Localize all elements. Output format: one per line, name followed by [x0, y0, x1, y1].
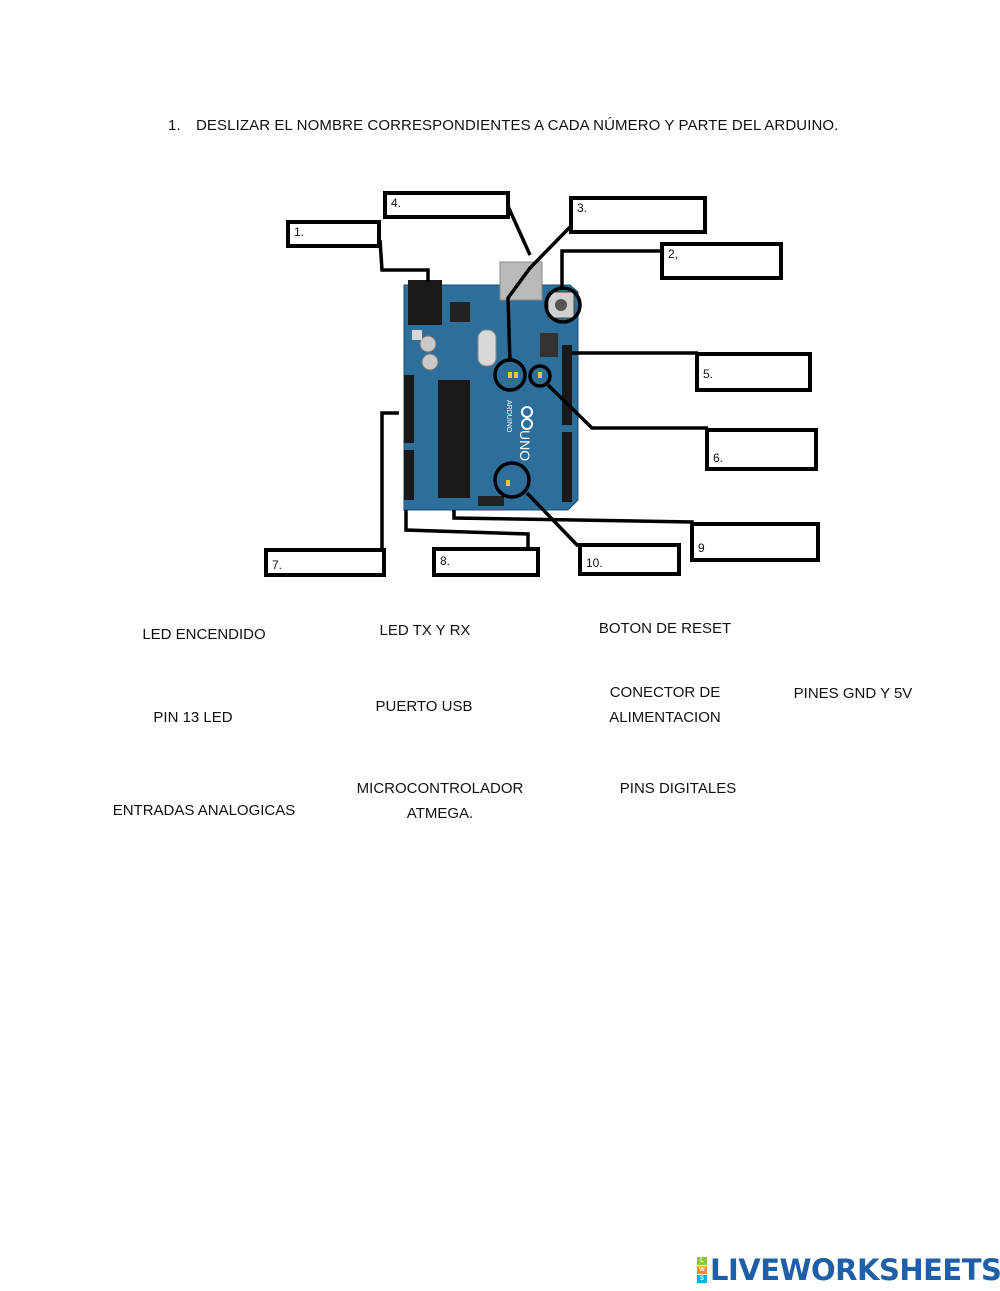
answer-box-label: 10. [586, 556, 603, 570]
word-pines-gnd-5v[interactable]: PINES GND Y 5V [793, 685, 913, 702]
board-brand-text: ARDUINO [505, 400, 512, 433]
answer-box-label: 3. [577, 201, 588, 215]
word-led-encendido[interactable]: LED ENCENDIDO [142, 626, 266, 643]
word-led-tx-rx[interactable]: LED TX Y RX [379, 622, 471, 639]
instruction-number: 1. [168, 117, 181, 134]
arduino-diagram: UNO ARDUINO [378, 203, 708, 550]
answer-box-label: 9 [698, 541, 705, 555]
answer-box-label: 1. [294, 225, 305, 239]
microcontroller-chip [438, 380, 470, 498]
answer-box-3[interactable]: 3. [569, 196, 707, 234]
word-microcontrolador-atmega[interactable]: MICROCONTROLADOR ATMEGA. [356, 780, 524, 822]
answer-box-2[interactable]: 2, [660, 242, 783, 280]
answer-box-7[interactable]: 7. [264, 548, 386, 577]
answer-box-9[interactable]: 9 [690, 522, 820, 562]
liveworksheets-logo: L W S LIVEWORKSHEETS [697, 1253, 1000, 1287]
word-boton-reset[interactable]: BOTON DE RESET [598, 620, 732, 637]
answer-box-8[interactable]: 8. [432, 547, 540, 577]
logo-mark-icon: L W S [697, 1257, 707, 1283]
answer-box-label: 6. [713, 451, 724, 465]
answer-box-5[interactable]: 5. [695, 352, 812, 392]
highlight-circles [493, 286, 582, 499]
word-pin-13-led[interactable]: PIN 13 LED [153, 709, 233, 726]
answer-box-label: 7. [272, 558, 283, 572]
answer-box-label: 2, [668, 247, 679, 261]
arduino-board: UNO ARDUINO [403, 261, 579, 511]
word-conector-alimentacion[interactable]: CONECTOR DE ALIMENTACION [609, 684, 721, 726]
answer-box-label: 5. [703, 367, 714, 381]
answer-box-label: 4. [391, 196, 402, 210]
word-pins-digitales[interactable]: PINS DIGITALES [619, 780, 737, 797]
word-puerto-usb[interactable]: PUERTO USB [375, 698, 473, 715]
answer-box-6[interactable]: 6. [705, 428, 818, 471]
board-logo-text: UNO [517, 430, 533, 461]
logo-text: LIVEWORKSHEETS [710, 1253, 1000, 1287]
connector-lines [378, 203, 708, 550]
word-entradas-analogicas[interactable]: ENTRADAS ANALOGICAS [112, 802, 296, 819]
instruction-text: DESLIZAR EL NOMBRE CORRESPONDIENTES A CA… [196, 117, 839, 134]
power-jack [408, 280, 442, 325]
instruction: 1. DESLIZAR EL NOMBRE CORRESPONDIENTES A … [168, 117, 838, 134]
answer-box-10[interactable]: 10. [578, 543, 681, 576]
answer-box-1[interactable]: 1. [286, 220, 381, 248]
answer-box-4[interactable]: 4. [383, 191, 510, 219]
answer-box-label: 8. [440, 554, 451, 568]
